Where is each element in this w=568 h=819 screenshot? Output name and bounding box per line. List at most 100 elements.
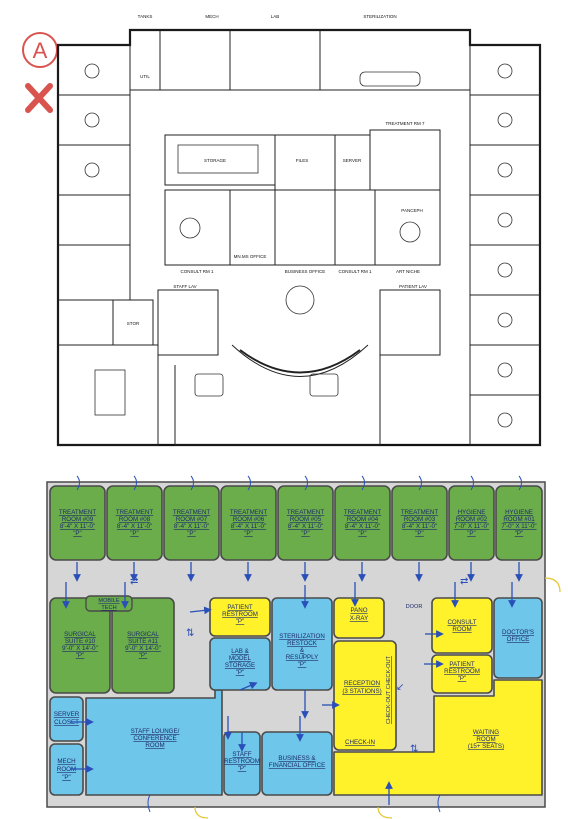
business-financial-office: BUSINESS & FINANCIAL OFFICE [261, 731, 333, 796]
option-badge-letter: A [33, 38, 48, 63]
svg-text:ROOM #06: ROOM #06 [233, 516, 265, 523]
svg-text:9'-0" X 14'-0": 9'-0" X 14'-0" [62, 645, 98, 652]
svg-text:TREATMENT: TREATMENT [287, 509, 325, 516]
patient-restroom-left: PATIENT RESTROOM "P" [209, 597, 271, 637]
svg-text:SUITE #10: SUITE #10 [65, 638, 96, 645]
svg-text:STERILIZATION: STERILIZATION [279, 633, 325, 640]
sterilization-restock: STERILIZATION RESTOCK & RESUPPLY "P" [271, 597, 333, 691]
mech-room: MECH ROOM "P" [49, 743, 84, 796]
svg-text:8'-4" X 11'-0": 8'-4" X 11'-0" [174, 523, 209, 530]
svg-text:STAFF: STAFF [232, 751, 251, 758]
circulation-arrows [62, 562, 523, 805]
svg-text:ROOM #03: ROOM #03 [404, 516, 436, 523]
svg-text:"P": "P" [358, 530, 367, 537]
svg-text:SURGICAL: SURGICAL [64, 631, 96, 638]
svg-text:HYGIENE: HYGIENE [505, 509, 533, 516]
svg-text:7'-0" X 11'-0": 7'-0" X 11'-0" [454, 523, 489, 530]
svg-text:BUSINESS OFFICE: BUSINESS OFFICE [285, 269, 326, 274]
svg-text:SURGICAL: SURGICAL [127, 631, 159, 638]
staff-restroom: STAFF RESTROOM "P" [223, 731, 261, 796]
svg-text:MOBILE: MOBILE [98, 598, 119, 604]
svg-text:BUSINESS &: BUSINESS & [278, 755, 316, 762]
svg-text:(15+ SEATS): (15+ SEATS) [468, 743, 504, 750]
treatment-room-04: TREATMENT ROOM #04 8'-4" X 11'-0" "P" [334, 485, 391, 561]
svg-text:TREATMENT RM 7: TREATMENT RM 7 [385, 121, 425, 126]
svg-text:SERVER: SERVER [54, 711, 80, 718]
svg-text:CHECK-IN: CHECK-IN [345, 739, 375, 746]
doctors-office: DOCTOR'S OFFICE [493, 597, 543, 679]
door-label: DOOR [406, 604, 423, 610]
svg-text:"P": "P" [301, 530, 310, 537]
svg-text:"P": "P" [130, 530, 139, 537]
svg-text:8'-4" X 11'-0": 8'-4" X 11'-0" [117, 523, 152, 530]
svg-text:STERILIZATION: STERILIZATION [363, 14, 396, 19]
svg-text:STAFF LOUNGE/: STAFF LOUNGE/ [131, 728, 180, 735]
svg-text:MECH: MECH [205, 14, 218, 19]
treatment-room-05: TREATMENT ROOM #05 8'-4" X 11'-0" "P" [277, 485, 334, 561]
surgical-suite-10: SURGICAL SUITE #10 9'-0" X 14'-0" "P" [49, 597, 111, 694]
svg-text:PATIENT: PATIENT [449, 661, 474, 668]
svg-text:CONSULT RM 1: CONSULT RM 1 [180, 269, 214, 274]
svg-text:ROOM: ROOM [57, 766, 76, 773]
svg-text:MECH: MECH [57, 758, 75, 765]
svg-text:ROOM: ROOM [145, 742, 164, 749]
svg-text:ROOM #07: ROOM #07 [176, 516, 208, 523]
surgical-suite-11: SURGICAL SUITE #11 9'-0" X 14'-0" "P" [111, 597, 175, 694]
svg-text:RESTOCK: RESTOCK [287, 640, 318, 647]
svg-text:TREATMENT: TREATMENT [116, 509, 154, 516]
svg-text:"P": "P" [458, 675, 467, 682]
two-way-arrows: ⇄ ⇄ ⇅ ⇅ ↙ [130, 576, 468, 755]
svg-text:CONSULT RM 1: CONSULT RM 1 [338, 269, 372, 274]
mobile-tech: MOBILE TECH [85, 595, 133, 612]
svg-text:TREATMENT: TREATMENT [173, 509, 211, 516]
svg-text:"P": "P" [515, 530, 524, 537]
svg-text:TREATMENT: TREATMENT [59, 509, 97, 516]
svg-text:8'-4" X 11'-0": 8'-4" X 11'-0" [60, 523, 95, 530]
svg-text:PATIENT LAV: PATIENT LAV [399, 284, 427, 289]
svg-text:SERVER: SERVER [343, 158, 362, 163]
treatment-room-09: TREATMENT ROOM #09 8'-4" X 11'-0" "P" [49, 485, 106, 561]
svg-text:TREATMENT: TREATMENT [401, 509, 439, 516]
svg-text:"P": "P" [238, 765, 247, 772]
svg-text:STAFF LAV: STAFF LAV [173, 284, 196, 289]
svg-text:↙: ↙ [396, 682, 404, 693]
patient-restroom-right: PATIENT RESTROOM "P" [431, 654, 493, 694]
svg-text:STORAGE: STORAGE [225, 662, 255, 669]
svg-text:&: & [300, 647, 305, 654]
svg-text:ROOM #02: ROOM #02 [456, 516, 488, 523]
svg-text:MN.MS OFFICE: MN.MS OFFICE [234, 254, 267, 259]
pano-xray: PANO X-RAY [333, 597, 385, 639]
svg-text:⇅: ⇅ [186, 628, 194, 639]
svg-text:MODEL: MODEL [229, 655, 252, 662]
svg-text:RESTROOM: RESTROOM [224, 758, 260, 765]
waiting-room: WAITING ROOM (15+ SEATS) [333, 679, 543, 796]
door-swings [194, 577, 561, 819]
svg-text:8'-4" X 11'-0": 8'-4" X 11'-0" [231, 523, 266, 530]
svg-text:⇄: ⇄ [460, 576, 468, 587]
treatment-room-08: TREATMENT ROOM #08 8'-4" X 11'-0" "P" [106, 485, 163, 561]
svg-text:9'-0" X 14'-0": 9'-0" X 14'-0" [125, 645, 161, 652]
svg-text:"P": "P" [139, 652, 148, 659]
reception: RECEPTION (3 STATIONS) CHECK-IN CHECK-OU… [333, 640, 397, 751]
svg-text:FINANCIAL OFFICE: FINANCIAL OFFICE [269, 762, 326, 769]
svg-text:PATIENT: PATIENT [227, 604, 252, 611]
svg-text:⇄: ⇄ [130, 576, 138, 587]
svg-text:STORAGE: STORAGE [204, 158, 226, 163]
svg-text:"P": "P" [467, 530, 476, 537]
svg-text:7'-0" X 11'-0": 7'-0" X 11'-0" [501, 523, 536, 530]
svg-text:SUITE #11: SUITE #11 [128, 638, 158, 645]
svg-text:RESTROOM: RESTROOM [444, 668, 480, 675]
svg-text:ROOM #09: ROOM #09 [62, 516, 94, 523]
svg-text:CLOSET: CLOSET [54, 719, 79, 726]
svg-text:"P": "P" [236, 669, 245, 676]
svg-text:X-RAY: X-RAY [350, 615, 368, 622]
svg-text:"P": "P" [298, 661, 307, 668]
svg-text:CONSULT: CONSULT [447, 619, 476, 626]
plan-labels: TANKS MECH LAB STERILIZATION UTIL STORAG… [127, 14, 427, 326]
floor-plan-drawing: A [22, 14, 542, 447]
svg-text:8'-4" X 11'-0": 8'-4" X 11'-0" [288, 523, 323, 530]
svg-text:ROOM #05: ROOM #05 [290, 516, 322, 523]
svg-text:OFFICE: OFFICE [507, 636, 530, 643]
svg-text:RESUPPLY: RESUPPLY [286, 654, 319, 661]
curved-entry-arrows [76, 475, 522, 813]
